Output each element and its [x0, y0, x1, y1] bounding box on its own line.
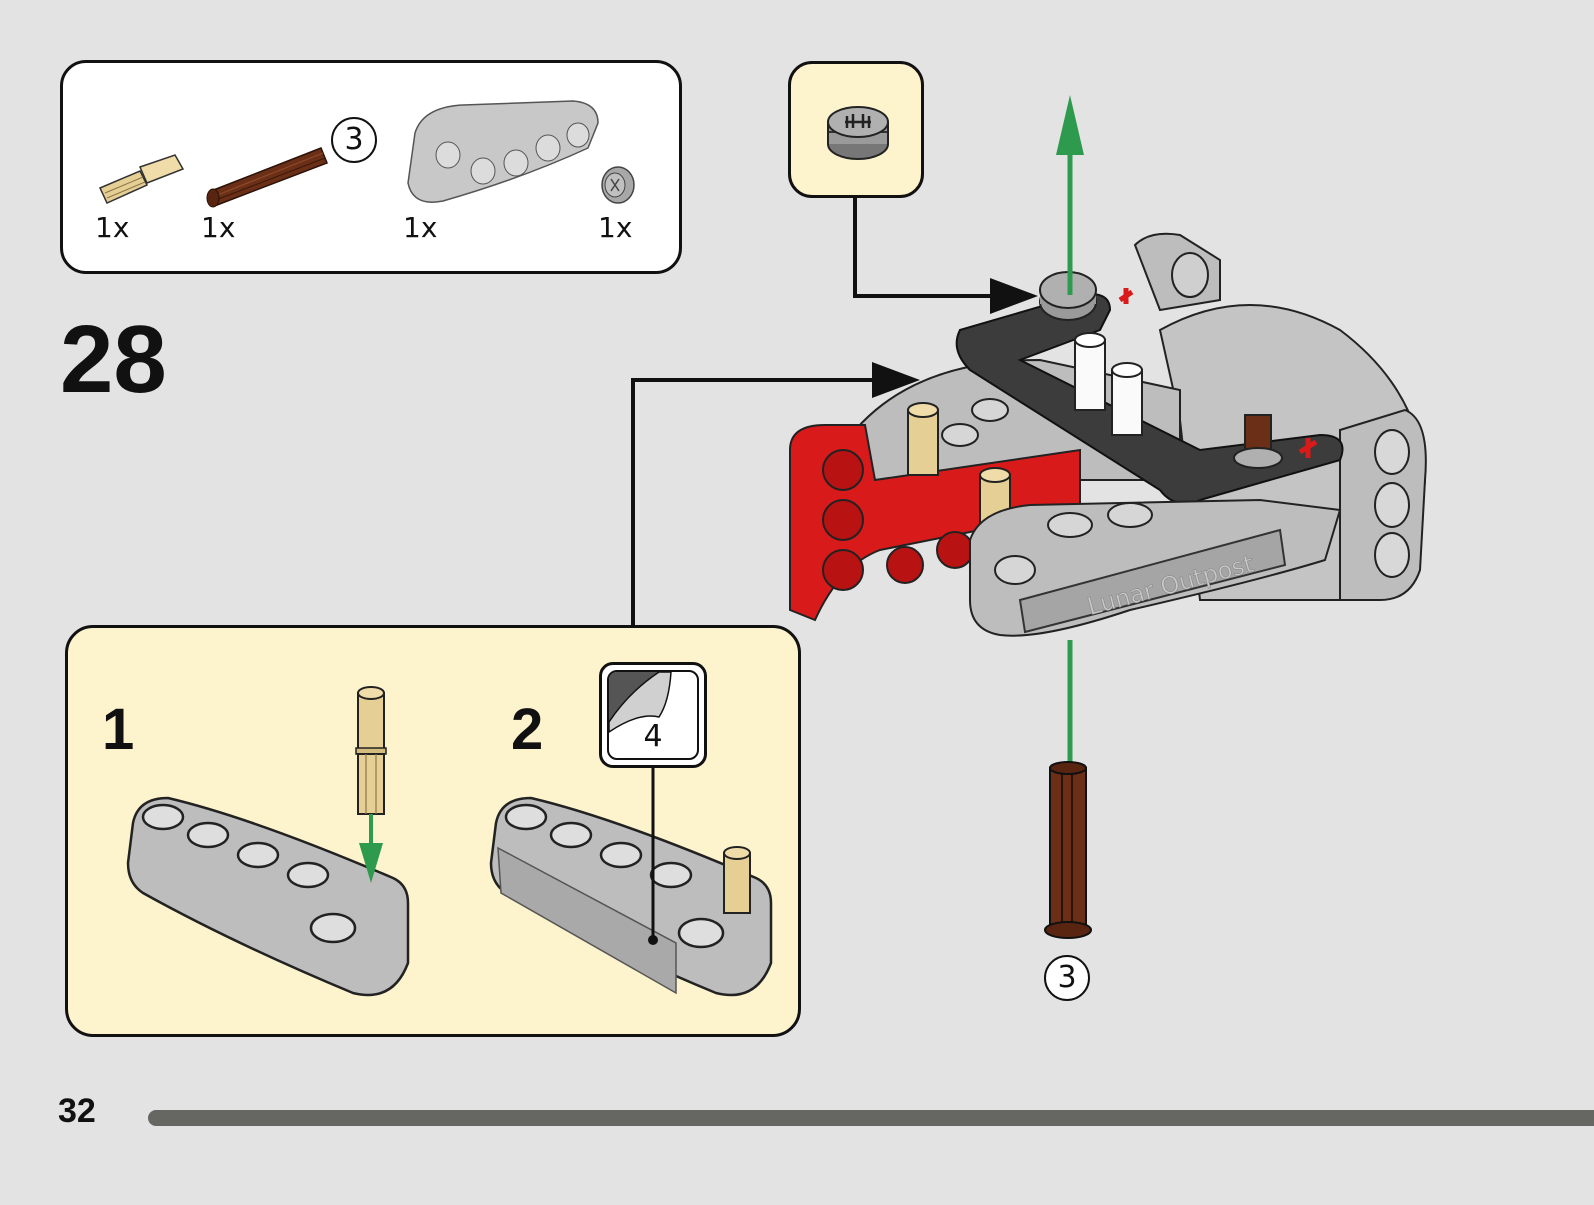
page-number: 32: [58, 1092, 96, 1130]
sticker-number: 4: [643, 719, 663, 754]
sticker-icon: 4: [607, 670, 699, 760]
bush-part-icon: [601, 166, 635, 204]
sub-assembly-box: 1 2: [65, 625, 801, 1037]
brown-axle-part-icon: [206, 147, 328, 208]
step-number: 28: [60, 306, 167, 413]
part-qty: 1x: [403, 211, 438, 244]
sub-step-label: 2: [511, 697, 544, 762]
part-qty: 1x: [201, 211, 236, 244]
up-arrow-icon: [1056, 95, 1084, 155]
sticker-callout: 4: [599, 662, 707, 768]
arrow-head-icon: [872, 362, 920, 398]
curved-beam-part-icon: [407, 100, 599, 203]
main-model-illustration: Lunar Outpost: [789, 232, 1427, 637]
axle-length-callout: 3: [331, 117, 377, 163]
curved-beam-with-sticker-icon: [489, 796, 773, 997]
axle-length-callout: 3: [1044, 955, 1090, 1001]
sub-step-label: 1: [102, 697, 135, 762]
parts-list-box: 1x 3 1x 1x 1x: [60, 60, 682, 274]
arrow-head-icon: [990, 278, 1038, 314]
page-progress-bar: [148, 1110, 1594, 1126]
down-arrow-icon: [359, 843, 383, 883]
brown-axle-icon: [1044, 761, 1092, 939]
curved-beam-icon: [126, 796, 410, 997]
part-qty: 1x: [95, 211, 130, 244]
sticker-leader-line: [648, 768, 658, 945]
bush-icon: [827, 106, 889, 160]
tan-pin-part-icon: [98, 154, 185, 204]
bush-detail-callout: [788, 61, 924, 198]
tan-pin-icon: [355, 686, 387, 883]
part-qty: 1x: [598, 211, 633, 244]
